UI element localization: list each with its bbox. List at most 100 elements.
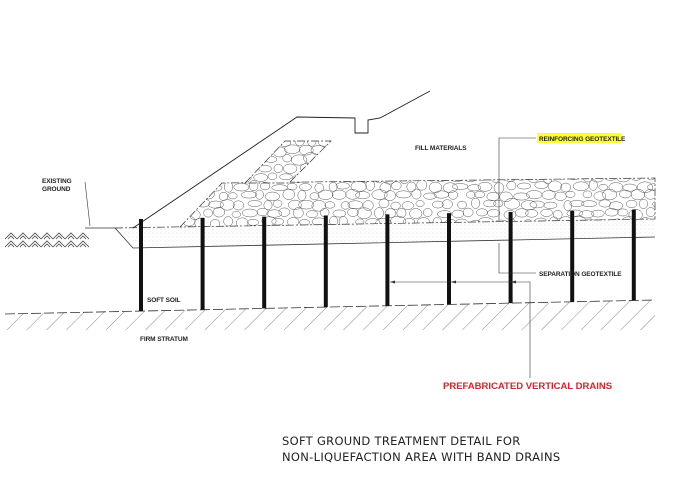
existing-ground-block [4,231,90,250]
herringbone-mark [4,232,18,240]
cobble [640,166,652,174]
cobble [264,191,280,202]
vertical-drains [139,209,636,312]
cobble [474,172,490,181]
vertical-drain [508,211,513,304]
cobble [357,172,373,183]
cobble [554,154,564,165]
cobble [350,147,362,154]
cobble [579,156,596,165]
cobble [283,163,298,174]
herringbone-mark [64,240,78,248]
existing-ground-label: EXISTING [42,178,72,185]
vertical-drains-label: PREFABRICATED VERTICAL DRAINS [443,381,612,392]
existing-ground-line [85,227,656,249]
cobble [358,153,372,164]
cobble [462,207,474,217]
herringbone-mark [16,240,30,248]
cobble [317,189,334,200]
cobble [597,164,613,175]
cobble [320,172,336,180]
cobble [345,189,360,200]
herringbone-mark [52,232,66,240]
separation-geotextile-label: SEPARATION GEOTEXTILE [539,271,622,278]
cobble [396,208,407,218]
cobble [432,217,443,227]
cobble [560,182,571,193]
cobble [368,146,378,155]
cobble [409,208,423,219]
cobble [406,181,417,192]
cobble [631,141,643,148]
cobble [474,191,486,198]
cobble [435,155,448,165]
cobble [559,164,569,173]
cobble [442,182,458,193]
cobble [228,154,241,163]
cobble [425,174,437,182]
cobble [378,198,390,209]
cobble [437,141,449,145]
cobble [207,144,221,156]
cobble [338,145,353,154]
cobble [506,162,516,173]
cobble [409,154,420,163]
cobble [625,146,639,156]
cobble [411,188,422,200]
cobble [517,182,532,190]
highlight-mark [537,133,621,143]
cobble [362,200,374,211]
cobble [284,144,301,154]
cobble [471,197,481,209]
herringbone-mark [40,240,54,248]
cobble [207,164,223,172]
cobble [180,173,188,181]
cobble [428,181,442,194]
cobble [346,153,358,165]
cobble [574,163,585,175]
cobble [639,146,649,154]
cobble [217,171,228,182]
cobble [347,208,359,217]
firm-stratum-label: FIRM STRATUM [140,336,188,343]
cobble [279,173,293,181]
cobble [288,199,302,211]
cobble [371,189,388,200]
cobble [260,181,271,191]
vertical-drain [631,209,636,301]
cobble [180,141,188,146]
cobble [582,190,593,199]
cobble [585,145,596,156]
cobble [441,199,453,210]
cobble [374,207,384,219]
cobble [297,189,307,201]
cobble [328,182,338,192]
cobble [203,141,215,147]
cobble [181,184,194,192]
geotextile-leader-bottom [498,243,536,274]
cobble [644,189,655,200]
cobble [495,146,507,154]
cobble [593,191,607,201]
cobble [241,208,258,218]
cobble [306,210,318,218]
cobble [643,154,655,163]
cobble [267,172,278,181]
cobble [399,156,409,165]
cobble [422,154,433,164]
cobble [266,209,283,218]
cobble [299,144,314,156]
cobble [382,154,395,164]
cobble [237,141,254,146]
cobble [545,162,562,173]
cobble [598,199,612,208]
geotextile-leader-top [498,137,536,220]
cobble [477,181,493,192]
cobble [216,141,229,145]
cobble [370,154,380,163]
cobble [331,141,347,147]
cobble [384,190,396,201]
cobble [314,162,325,172]
cobble [475,153,489,165]
